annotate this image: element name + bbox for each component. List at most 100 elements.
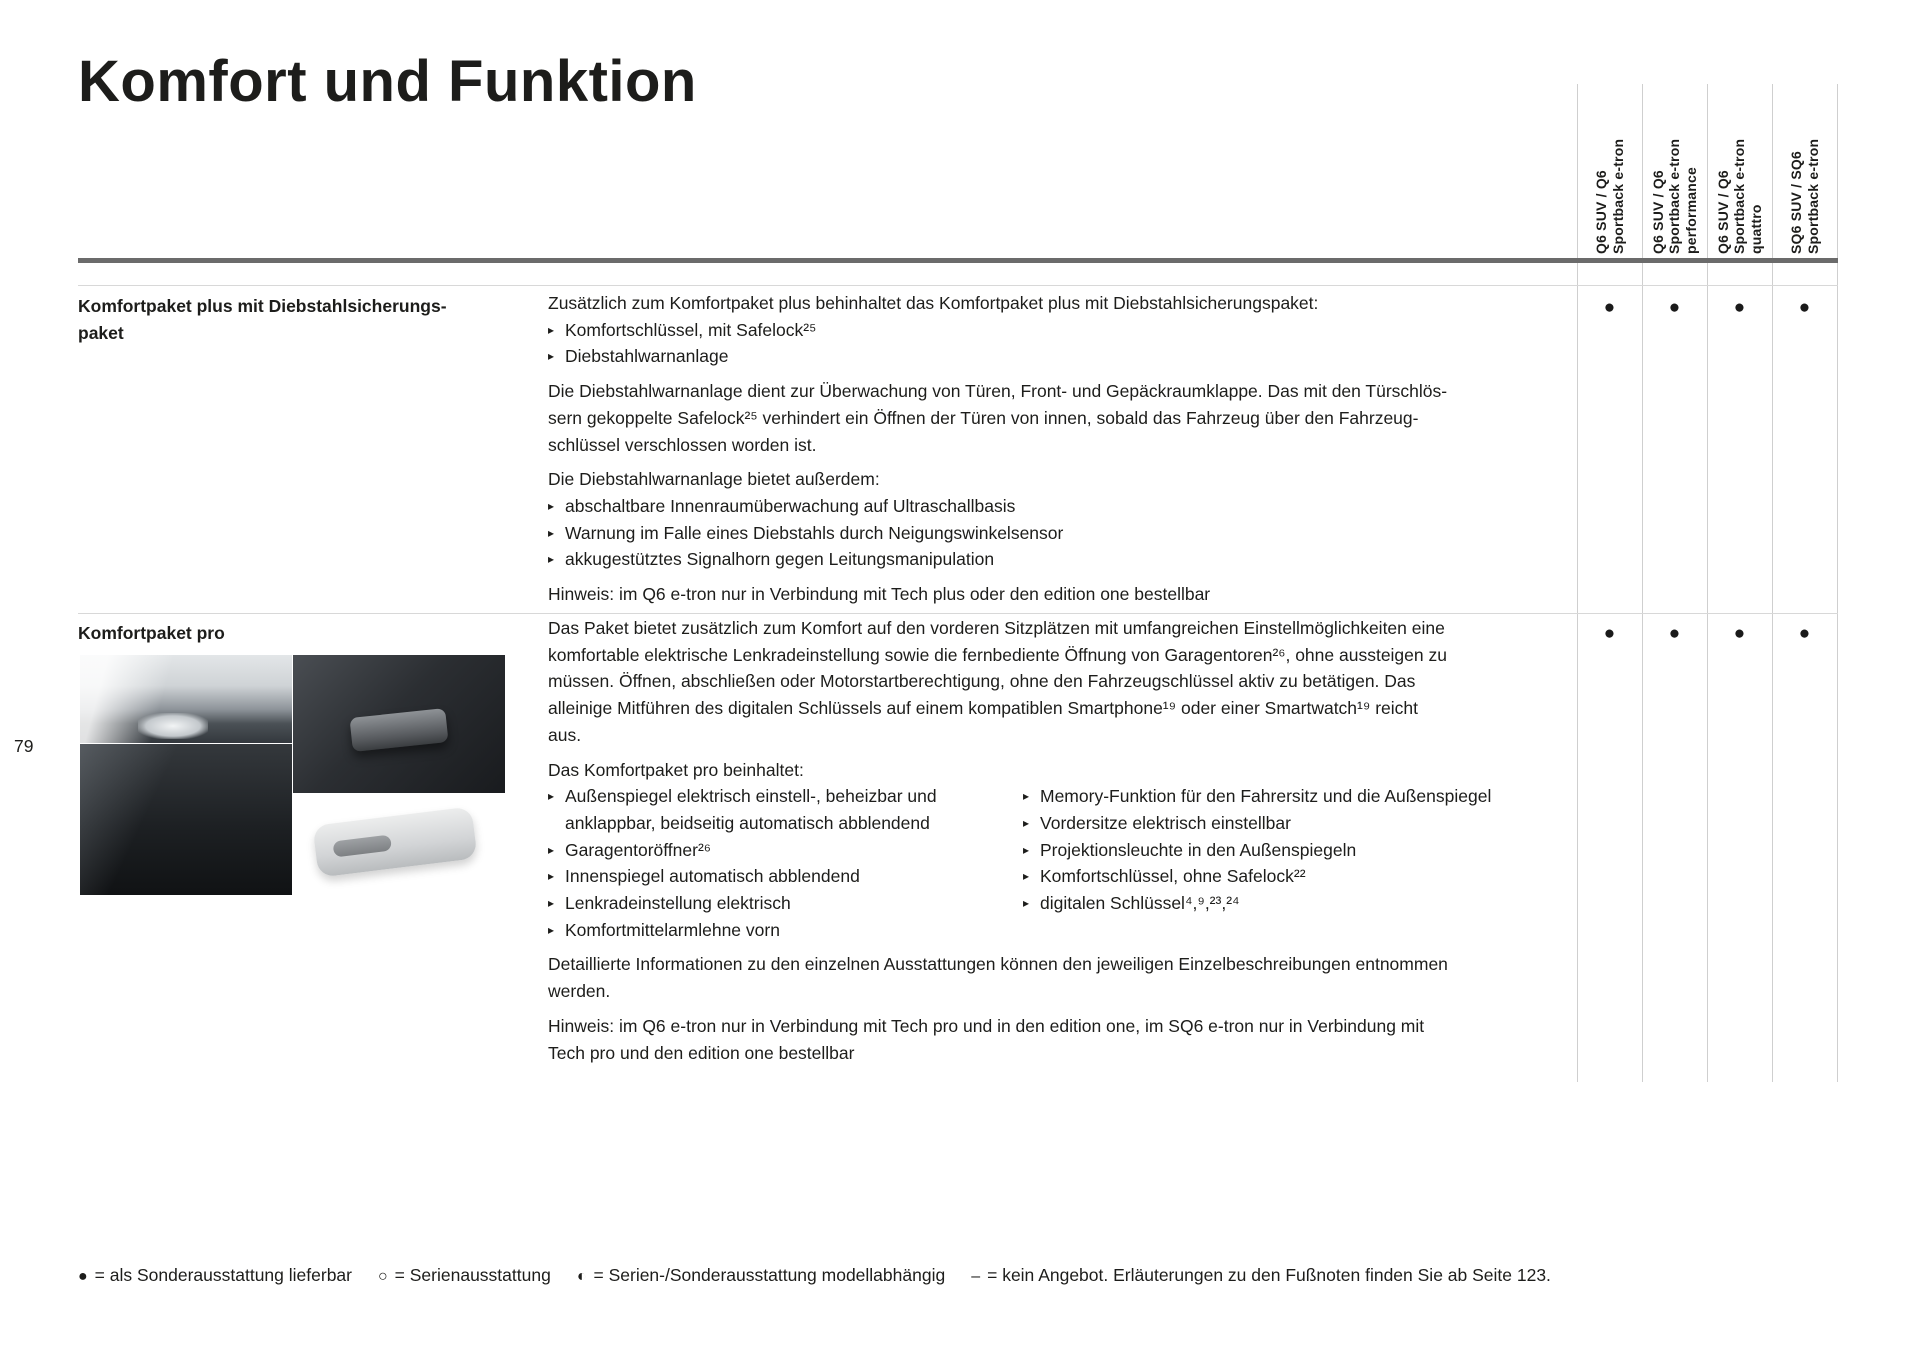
paragraph-line: aus. [548,724,582,745]
list-item: ▸ Diebstahlwarnanlage [548,343,1588,370]
bullet-icon: ▸ [1023,842,1030,857]
feature-title-line: Komfortpaket plus mit Diebstahlsicherung… [78,296,447,316]
paragraph-line: Zusätzlich zum Komfortpaket plus behinha… [548,293,1319,313]
column-divider [1837,84,1838,1082]
paragraph-line: schlüssel verschlossen worden ist. [548,434,817,455]
paragraph-line: müssen. Öffnen, abschließen oder Motorst… [548,671,1416,692]
legend-text: = kein Angebot. Erläuterungen zu den Fuß… [987,1265,1551,1285]
column-header-line: Sportback e-tron [1609,138,1626,254]
empty-circle-icon: ○ [378,1268,388,1285]
bullet-icon: ▸ [548,789,555,804]
photo-garage-remote [293,794,505,895]
paragraph-line: alleinige Mitführen des digitalen Schlüs… [548,698,1419,719]
header-rule [78,258,1838,263]
row-divider [78,285,1838,286]
list-item-text: abschaltbare Innenraumüberwachung auf Ul… [565,495,1016,516]
column-header-line: quattro [1747,204,1764,254]
column-divider [1772,84,1773,1082]
list-item-text: Memory-Funktion für den Fahrersitz und d… [1040,786,1492,807]
legend-item: ○ = Serienausstattung [378,1262,551,1291]
half-circle-icon: ◐ [576,1268,587,1285]
list-item-text: digitalen Schlüssel⁴,⁹,²³,²⁴ [1040,893,1240,914]
list-item-text: Außenspiegel elektrisch einstell-, behei… [565,786,937,833]
feature-description-komfortpaket-plus: Zusätzlich zum Komfortpaket plus behinha… [548,290,1588,608]
list-item: ▸ Vordersitze elektrisch einstellbar [1023,810,1568,837]
legend-item: – = kein Angebot. Erläuterungen zu den F… [971,1262,1551,1291]
feature-title-komfortpaket-pro: Komfortpaket pro [78,623,225,643]
availability-dot: ● [1798,297,1811,318]
availability-dot: ● [1733,297,1746,318]
projection-beam [138,713,208,739]
list-item: ▸ abschaltbare Innenraumüberwachung auf … [548,493,1588,520]
availability-row: ● ● ● ● [1577,624,1837,643]
bullet-icon: ▸ [1023,869,1030,884]
list-item-text: Diebstahlwarnanlage [565,346,729,367]
column-divider [1642,84,1643,1082]
list-item-text: akkugestütztes Signalhorn gegen Leitungs… [565,549,995,570]
list-item: ▸ Warnung im Falle eines Diebstahls durc… [548,520,1588,547]
column-divider [1577,84,1578,1082]
list-item: ▸ Memory-Funktion für den Fahrersitz und… [1023,783,1568,810]
column-header-line: Q6 SUV / Q6 [1714,170,1731,254]
bullet-icon: ▸ [548,842,555,857]
row-divider [78,613,1838,614]
list-item-text: Vordersitze elektrisch einstellbar [1040,812,1291,833]
legend-text: = Serienausstattung [394,1265,551,1285]
paragraph-line: Die Diebstahlwarnanlage dient zur Überwa… [548,381,1448,402]
list-item: ▸ Komfortschlüssel, mit Safelock²⁵ [548,317,1588,344]
note-line: Hinweis: im Q6 e-tron nur in Verbindung … [548,584,1211,605]
availability-dot: ● [1733,623,1746,644]
column-header-line: Q6 SUV / Q6 [1593,170,1609,254]
list-item-text: Projektionsleuchte in den Außenspiegeln [1040,839,1357,860]
note-line: Hinweis: im Q6 e-tron nur in Verbindung … [548,1015,1425,1036]
seat-control-switch [349,708,449,752]
column-header-line: SQ6 SUV / SQ6 [1788,151,1804,254]
list-item-text: Komfortschlüssel, ohne Safelock²² [1040,866,1306,887]
bullet-icon: ▸ [548,552,555,567]
list-column-right: ▸ Memory-Funktion für den Fahrersitz und… [1023,783,1568,943]
paragraph-line: werden. [548,981,611,1002]
availability-dot: ● [1603,297,1616,318]
paragraph-line: Das Paket bietet zusätzlich zum Komfort … [548,618,1445,638]
feature-title-line: paket [78,322,124,343]
paragraph-line: sern gekoppelte Safelock²⁵ verhindert ei… [548,407,1419,428]
paragraph-line: komfortable elektrische Lenkradeinstellu… [548,644,1447,665]
column-header-q6-etron-quattro: Q6 SUV / Q6 Sportback e-tron quattro [1707,84,1772,254]
feature-title-komfortpaket-plus: Komfortpaket plus mit Diebstahlsicherung… [78,293,447,346]
bullet-icon: ▸ [1023,789,1030,804]
list-item-text: Warnung im Falle eines Diebstahls durch … [565,522,1064,543]
list-item: ▸ Lenkradeinstellung elektrisch [548,890,1023,917]
column-header-line: Sportback e-tron [1731,138,1748,254]
two-column-list: ▸ Außenspiegel elektrisch einstell-, beh… [548,783,1588,943]
feature-image-montage [80,655,505,895]
legend-item: ◐ = Serien-/Sonderausstattung modellabhä… [577,1262,945,1291]
bullet-icon: ▸ [1023,896,1030,911]
note-line: Tech pro und den edition one bestellbar [548,1042,855,1063]
photo-door-seat-controls [293,655,505,793]
paragraph-line: Detaillierte Informationen zu den einzel… [548,954,1448,975]
paragraph-line: Die Diebstahlwarnanlage bietet außerdem: [548,469,880,490]
page-title: Komfort und Funktion [78,49,697,114]
bullet-icon: ▸ [548,498,555,513]
bullet-icon: ▸ [548,922,555,937]
bullet-icon: ▸ [548,322,555,337]
legend-text: = als Sonderausstattung lieferbar [94,1265,352,1285]
column-header-sq6-etron: SQ6 SUV / SQ6 Sportback e-tron [1772,84,1837,254]
bullet-icon: ▸ [1023,815,1030,830]
garage-remote-button [332,834,393,858]
bullet-icon: ▸ [548,869,555,884]
availability-dot: ● [1668,623,1681,644]
list-item: ▸ akkugestütztes Signalhorn gegen Leitun… [548,546,1588,573]
dash-icon: – [971,1268,981,1285]
page-number: 79 [14,736,34,756]
column-header-line: Sportback e-tron [1666,138,1683,254]
column-header-q6-etron: Q6 SUV / Q6 Sportback e-tron [1577,84,1642,254]
list-item: ▸ Innenspiegel automatisch abblendend [548,863,1023,890]
list-item: ▸ Komfortmittelarmlehne vorn [548,917,1023,944]
paragraph-line: Das Komfortpaket pro beinhaltet: [548,759,804,780]
list-column-left: ▸ Außenspiegel elektrisch einstell-, beh… [548,783,1023,943]
availability-dot: ● [1668,297,1681,318]
bullet-icon: ▸ [548,896,555,911]
feature-description-komfortpaket-pro: Das Paket bietet zusätzlich zum Komfort … [548,615,1588,1066]
